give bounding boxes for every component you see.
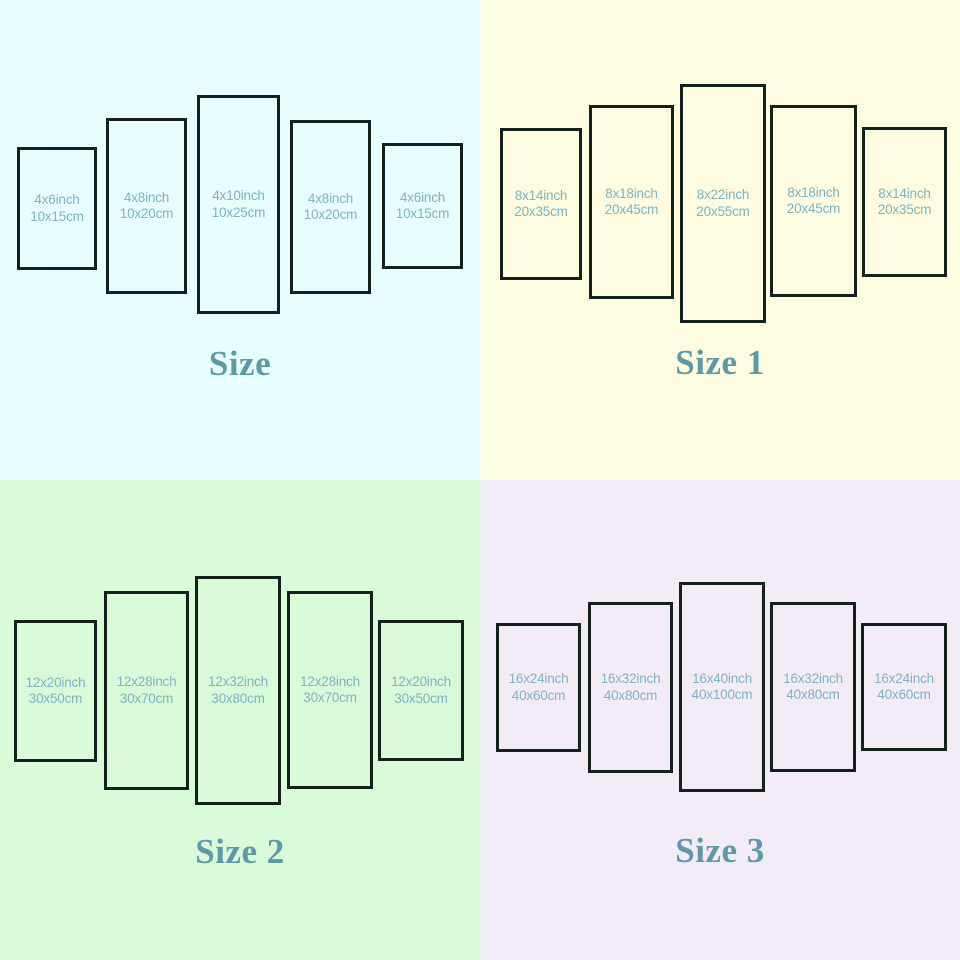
panel-size-inch: 16x24inch	[508, 671, 569, 686]
size-option-title-size: Size	[208, 344, 272, 383]
size-option-title-size-3: Size 3	[675, 831, 765, 870]
panel-size-cm: 40x60cm	[511, 687, 566, 703]
panel-size-inch: 4x6inch	[399, 189, 446, 205]
panel-size-inch: 8x14inch	[878, 185, 931, 201]
panel-size-cm: 10x25cm	[211, 204, 266, 220]
panel-size-cm: 40x100cm	[691, 687, 753, 702]
panel-size-inch: 8x18inch	[787, 184, 840, 200]
panel-size-inch: 8x14inch	[514, 187, 568, 203]
panel-size-cm: 20x35cm	[514, 204, 568, 219]
panel-size-cm: 10x15cm	[395, 206, 450, 221]
panel-size-inch: 4x6inch	[34, 192, 80, 207]
panel-size-cm: 30x50cm	[28, 691, 83, 706]
size-option-title-size-1: Size 1	[675, 343, 765, 382]
panel-size-inch: 16x40inch	[692, 670, 752, 686]
panel-size-inch: 16x32inch	[600, 671, 661, 686]
panel-size-cm: 40x80cm	[603, 687, 658, 703]
panel-size-cm: 20x45cm	[786, 201, 841, 216]
panel-size-cm: 30x70cm	[119, 690, 174, 706]
panel-size-cm: 20x35cm	[877, 202, 932, 217]
panel-size-inch: 4x8inch	[307, 190, 354, 206]
panel-size-cm: 40x80cm	[786, 687, 840, 702]
panel-size-cm: 30x70cm	[303, 690, 357, 705]
panel-size-inch: 16x24inch	[874, 670, 934, 686]
panel-size-cm: 20x45cm	[604, 202, 659, 217]
panel-size-cm: 10x20cm	[119, 206, 174, 221]
panel-size-inch: 8x18inch	[605, 185, 658, 201]
panel-size-inch: 16x32inch	[783, 670, 843, 686]
panel-size-cm: 20x55cm	[696, 203, 750, 219]
panel-size-inch: 12x28inch	[300, 673, 360, 689]
panel-size-inch: 4x8inch	[123, 189, 170, 205]
panel-size-cm: 10x15cm	[30, 208, 84, 224]
panel-size-inch: 12x28inch	[116, 674, 177, 689]
panel-size-inch: 12x20inch	[25, 674, 86, 690]
panel-size-inch: 12x20inch	[391, 674, 451, 689]
panel-size-inch: 12x32inch	[208, 674, 268, 689]
panel-size-cm: 30x50cm	[394, 690, 448, 706]
panel-size-inch: 4x10inch	[212, 188, 265, 203]
panel-size-cm: 10x20cm	[303, 207, 358, 222]
panel-size-cm: 30x80cm	[211, 690, 265, 706]
size-option-title-size-2: Size 2	[195, 832, 285, 871]
panel-size-cm: 40x60cm	[877, 687, 931, 702]
panel-size-inch: 8x22inch	[696, 187, 750, 202]
